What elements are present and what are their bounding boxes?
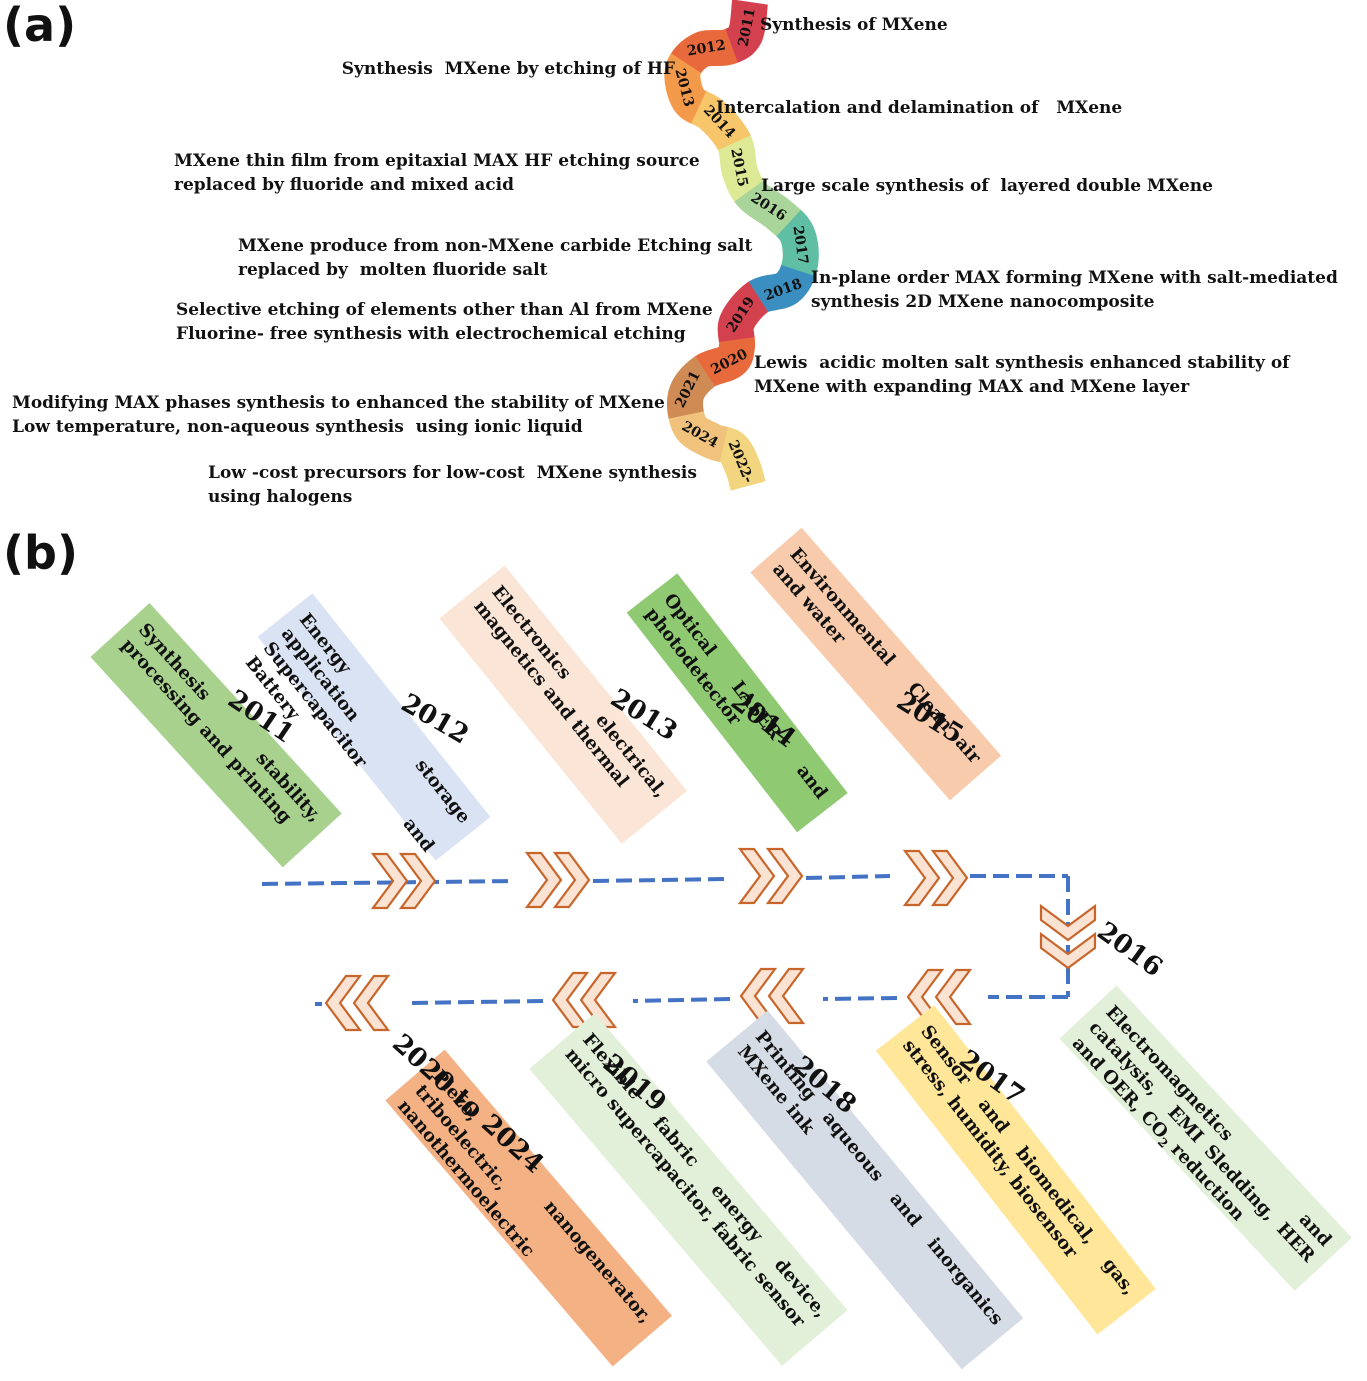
flow-line-bottom-4: [409, 999, 544, 1005]
chevron-2013-icon: [737, 847, 804, 905]
event-label-2016: MXene produce from non-MXene carbide Etc…: [238, 236, 753, 280]
chevron-2019-icon: [551, 971, 618, 1029]
event-label-2017: In-plane order MAX forming MXene with sa…: [811, 268, 1338, 312]
ribbon-segment-2017: [664, 0, 819, 491]
ribbon-segment-2024: [664, 0, 819, 491]
event-label-2015: Large scale synthesis of layered double …: [761, 176, 1213, 196]
flow-line-bottom-3: [632, 997, 731, 1003]
flow-line-top-3: [805, 874, 891, 880]
flow-line-top-1: [261, 879, 516, 886]
event-label-2020: Modifying MAX phases synthesis to enhanc…: [12, 393, 665, 437]
chevron-2012-icon: [524, 851, 591, 909]
flow-line-top-2: [592, 877, 729, 883]
ribbon-year-2011: 2011: [736, 7, 759, 48]
event-label-2012: Synthesis MXene by etching of HF: [341, 59, 675, 79]
event-label-2011: Synthesis of MXene: [760, 15, 948, 35]
chevron-2011-icon: [370, 852, 437, 910]
chevron-2014-icon: [902, 849, 969, 907]
chevron-2016-icon: [1039, 903, 1097, 970]
event-label-2013: Intercalation and delamination of MXene: [716, 98, 1123, 118]
event-label-2018: Selective etching of elements other than…: [176, 300, 713, 344]
event-label-2019: Lewis acidic molten salt synthesis enhan…: [754, 353, 1290, 397]
ribbon-segment-2013: [664, 0, 819, 491]
timeline-ribbon: 2011201220132014201520162017201820192020…: [664, 0, 819, 491]
chevron-2020-icon: [324, 974, 391, 1032]
ribbon-year-2015: 2015: [727, 147, 750, 188]
flow-line-bottom-2: [822, 996, 898, 1001]
panel-a-label: (a): [3, 0, 77, 52]
event-label-2022: Low -cost precursors for low-cost MXene …: [208, 463, 697, 507]
event-label-2014: MXene thin film from epitaxial MAX HF et…: [174, 151, 700, 195]
ribbon-year-2012: 2012: [686, 37, 727, 59]
ribbon-year-2017: 2017: [789, 225, 810, 266]
panel-b-label: (b): [3, 526, 78, 580]
